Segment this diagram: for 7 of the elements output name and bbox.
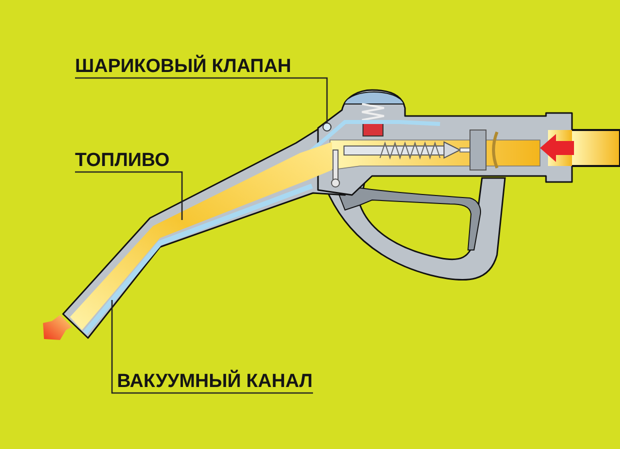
leader-line	[75, 77, 328, 123]
part-label: ВАКУУМНЫЙ КАНАЛ	[117, 371, 313, 393]
part-label: ШАРИКОВЫЙ КЛАПАН	[75, 56, 292, 78]
leader-line	[111, 300, 313, 394]
ball-valve	[322, 122, 332, 132]
leader-line	[75, 171, 183, 220]
part-label: ТОПЛИВО	[75, 150, 170, 172]
